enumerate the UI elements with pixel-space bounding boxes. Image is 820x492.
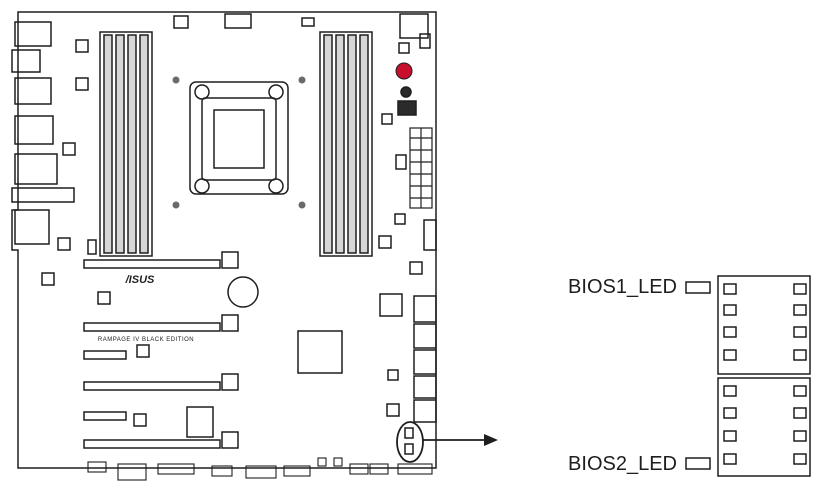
pcie-x1-slot [83, 411, 127, 421]
small-component [395, 154, 407, 170]
small-component [224, 13, 252, 29]
small-component [173, 15, 189, 29]
small-component [41, 272, 55, 286]
bios-chip-marker [404, 427, 414, 439]
bios1-led-label: BIOS1_LED [568, 276, 677, 298]
board-model-label: RAMPAGE IV BLACK EDITION [98, 337, 194, 343]
rear-io-block [11, 21, 75, 245]
dimm-slots-left [103, 34, 149, 254]
bios-location-highlight [396, 421, 424, 463]
small-component [75, 77, 89, 91]
dimm-bracket-right [319, 31, 373, 257]
small-component [378, 235, 392, 249]
pcie-x1-slot [83, 350, 127, 360]
small-component [97, 291, 111, 305]
pointer-arrow [423, 434, 498, 446]
small-component [62, 142, 76, 156]
motherboard-layout [11, 11, 437, 481]
pcie-slots [83, 251, 239, 449]
reset-button [400, 86, 412, 98]
bottom-headers [87, 457, 433, 481]
small-component [398, 42, 410, 54]
bios1-chip [717, 275, 811, 375]
bios2-led [685, 457, 711, 470]
bios-chips-detail [685, 275, 811, 477]
small-component [379, 293, 403, 317]
dimm-slots-right [323, 34, 369, 254]
bios1-led [685, 281, 711, 294]
dimm-bracket-left [99, 31, 153, 257]
pin-header-column [409, 127, 433, 209]
power-button [395, 62, 413, 80]
small-component [381, 113, 393, 125]
small-component [87, 239, 97, 255]
bios-chip-marker [404, 443, 414, 455]
bios2-chip [717, 377, 811, 477]
small-component [301, 17, 315, 27]
small-component [75, 39, 89, 53]
small-component [387, 369, 399, 381]
small-component [419, 33, 431, 49]
small-component [394, 213, 406, 225]
small-component [57, 237, 71, 251]
small-component [423, 219, 437, 251]
cmos-battery [227, 276, 259, 308]
small-component [409, 261, 423, 275]
small-component [186, 406, 214, 438]
brand-logo: /ISUS [125, 274, 155, 286]
small-component [133, 413, 147, 427]
small-component [386, 403, 400, 417]
chipset-heatsink [297, 330, 343, 374]
bios2-led-label: BIOS2_LED [568, 453, 677, 475]
top-right-connector [399, 13, 429, 39]
small-component [397, 100, 417, 116]
sata-port-column [413, 295, 437, 423]
cpu-socket [172, 76, 306, 209]
small-component [136, 344, 150, 358]
